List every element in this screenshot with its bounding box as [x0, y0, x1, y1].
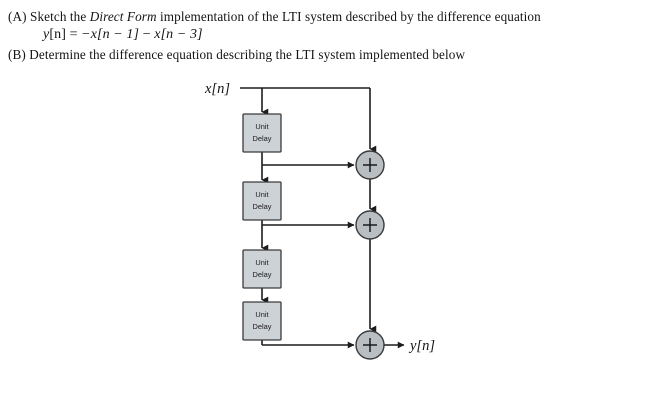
unit-delay-3-label-line1: Unit — [255, 258, 268, 267]
unit-delay-2-label-line1: Unit — [255, 190, 268, 199]
adder-3 — [355, 330, 385, 360]
equation-equals: = — [69, 27, 78, 42]
problem-a-marker: (A) — [8, 9, 27, 24]
unit-delay-1-label-line1: Unit — [255, 122, 268, 131]
unit-delay-4: Unit Delay — [242, 301, 282, 341]
problem-b-marker: (B) — [8, 47, 26, 62]
equation-operator: − — [142, 27, 151, 42]
unit-delay-3-label-line2: Delay — [253, 270, 272, 279]
equation-term-1: −x[n − 1] — [81, 27, 140, 42]
unit-delay-1-label-line2: Delay — [253, 134, 272, 143]
problem-a-equation: y[n] = −x[n − 1] − x[n − 3] — [43, 26, 203, 43]
equation-lhs-var: y — [43, 27, 50, 42]
unit-delay-4-label-line1: Unit — [255, 310, 268, 319]
unit-delay-1: Unit Delay — [242, 113, 282, 153]
unit-delay-4-label-line2: Delay — [253, 322, 272, 331]
adder-1 — [355, 150, 385, 180]
problem-a-line: (A) Sketch the Direct Form implementatio… — [8, 8, 541, 25]
unit-delay-3: Unit Delay — [242, 249, 282, 289]
unit-delay-2: Unit Delay — [242, 181, 282, 221]
input-label-xn: x[n] — [204, 81, 230, 97]
unit-delay-3-box — [242, 249, 282, 289]
problem-a-text-lead: Sketch the — [30, 9, 90, 24]
output-label-yn: y[n] — [408, 338, 435, 354]
problem-b-text: Determine the difference equation descri… — [29, 47, 466, 62]
equation-term-2: x[n − 3] — [154, 27, 203, 42]
problem-b-line: (B) Determine the difference equation de… — [8, 46, 465, 63]
problem-a-italic-term: Direct Form — [89, 9, 157, 24]
equation-lhs-index: [n] — [49, 27, 66, 42]
unit-delay-2-box — [242, 181, 282, 221]
problem-a-text-tail: implementation of the LTI system describ… — [156, 9, 541, 24]
unit-delay-2-label-line2: Delay — [253, 202, 272, 211]
unit-delay-4-box — [242, 301, 282, 341]
adder-2 — [355, 210, 385, 240]
unit-delay-1-box — [242, 113, 282, 153]
